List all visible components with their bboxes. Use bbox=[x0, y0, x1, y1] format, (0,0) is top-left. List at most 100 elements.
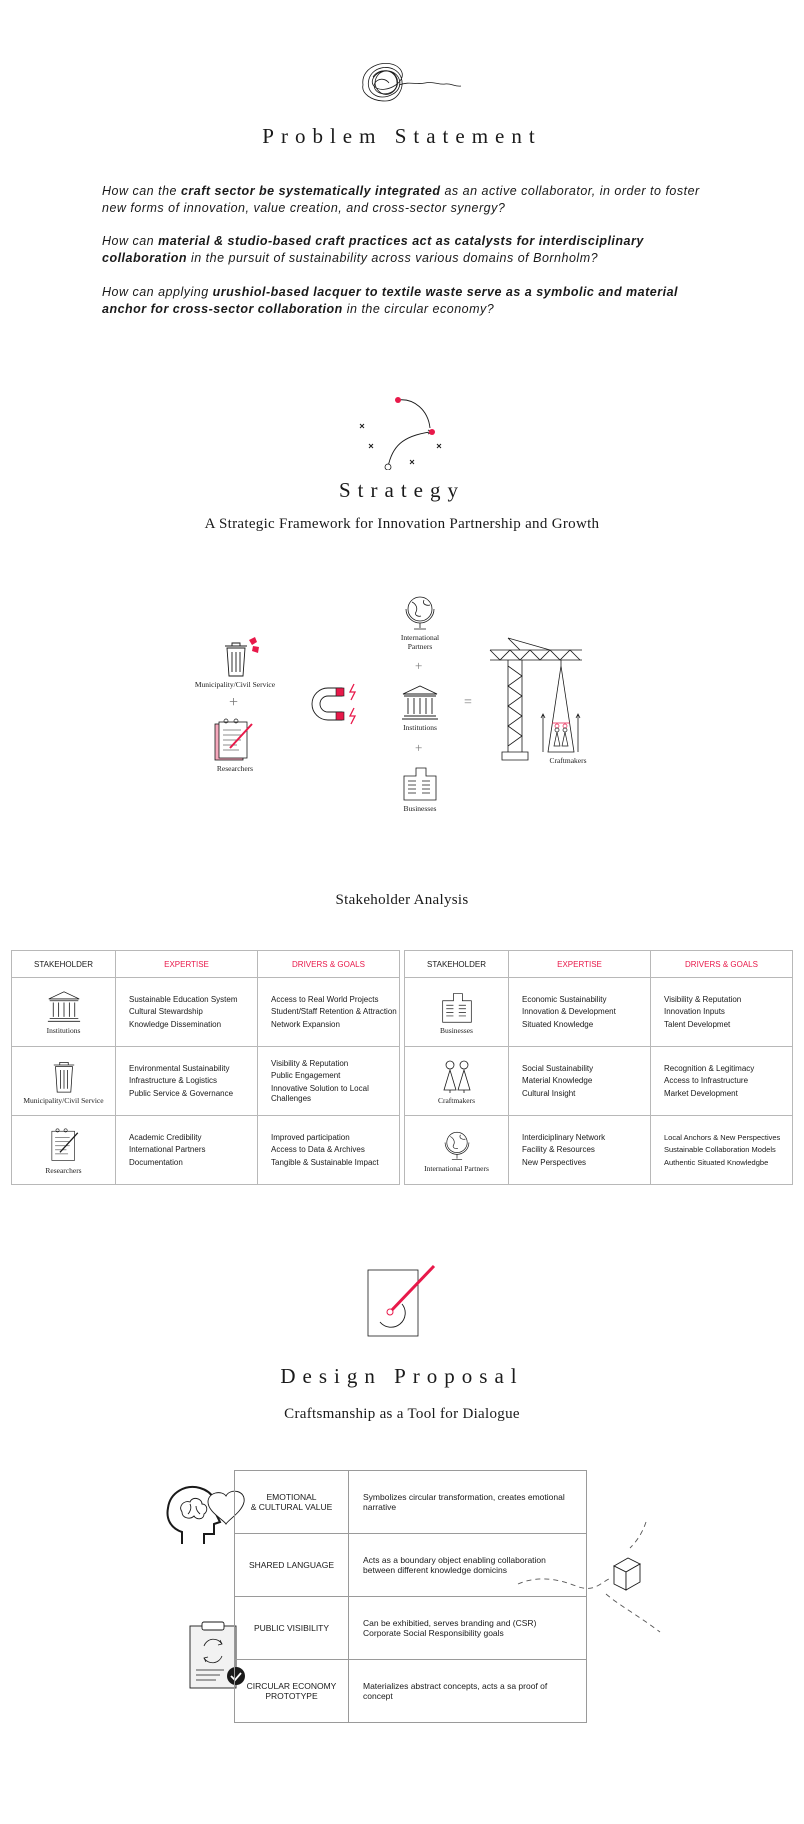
design-sketch-icon bbox=[367, 1264, 436, 1337]
stakeholder-cell: Craftmakers bbox=[404, 1046, 509, 1116]
drivers-cell: Visibility & Reputation Innovation Input… bbox=[650, 977, 793, 1047]
list-item: Public Service & Governance bbox=[129, 1088, 234, 1098]
list-item: Innovation & Development bbox=[522, 1007, 616, 1016]
design-proposal-table: EMOTIONAL & CULTURAL VALUE Symbolizes ci… bbox=[234, 1470, 587, 1723]
table-row: Municipality/Civil Service Environmental… bbox=[11, 1046, 400, 1116]
list-item: Access to Data & Archives bbox=[271, 1145, 365, 1154]
header-expertise: EXPERTISE bbox=[115, 950, 258, 978]
craftmaker-figures-icon bbox=[442, 1060, 471, 1093]
strategy-label-businesses: Businesses bbox=[403, 804, 437, 813]
stakeholder-title: Stakeholder Analysis bbox=[335, 892, 469, 908]
list-item: Interdiciplinary Network bbox=[522, 1132, 606, 1142]
list-item: Material Knowledge bbox=[522, 1076, 593, 1085]
list-item: Authentic Situated Knowledgbe bbox=[664, 1157, 769, 1167]
stakeholder-cell: Researchers bbox=[11, 1115, 116, 1185]
list-item: Social Sustainability bbox=[522, 1063, 594, 1073]
header-stakeholder: STAKEHOLDER bbox=[11, 950, 116, 978]
stakeholder-cell: Municipality/Civil Service bbox=[11, 1046, 116, 1116]
header-stakeholder: STAKEHOLDER bbox=[404, 950, 509, 978]
stakeholder-cell: International Partners bbox=[404, 1115, 509, 1185]
list-item: Knowledge Dissemination bbox=[129, 1019, 222, 1029]
list-item: Innovative Solution to Local Challenges bbox=[271, 1083, 369, 1103]
stakeholder-name: Craftmakers bbox=[437, 1095, 476, 1105]
institution-icon bbox=[402, 685, 438, 720]
proposal-label: SHARED LANGUAGE bbox=[234, 1533, 349, 1597]
list-item: Cultural Stewardship bbox=[129, 1007, 203, 1016]
strategy-play-diagram-icon bbox=[359, 397, 442, 470]
table-row: Businesses Economic Sustainability Innov… bbox=[404, 977, 793, 1047]
header-drivers: DRIVERS & GOALS bbox=[650, 950, 793, 978]
plus-sign: + bbox=[229, 694, 239, 711]
problem-paragraph-3: How can applying urushiol-based lacquer … bbox=[102, 285, 678, 316]
table-row: Researchers Academic Credibility Interna… bbox=[11, 1115, 400, 1185]
drivers-cell: Improved participation Access to Data & … bbox=[257, 1115, 400, 1185]
stakeholder-cell: Institutions bbox=[11, 977, 116, 1047]
design-title: Design Proposal bbox=[280, 1364, 524, 1388]
building-icon bbox=[441, 992, 472, 1023]
table-row: SHARED LANGUAGE Acts as a boundary objec… bbox=[234, 1533, 587, 1597]
drivers-cell: Recognition & Legitimacy Access to Infra… bbox=[650, 1046, 793, 1116]
expertise-cell: Sustainable Education System Cultural St… bbox=[115, 977, 258, 1047]
equals-sign: = bbox=[464, 695, 472, 710]
header-expertise: EXPERTISE bbox=[508, 950, 651, 978]
expertise-cell: Economic Sustainability Innovation & Dev… bbox=[508, 977, 651, 1047]
list-item: Improved participation bbox=[271, 1132, 350, 1142]
crane-icon bbox=[489, 637, 582, 761]
list-item: Local Anchors & New Perspectives bbox=[664, 1132, 781, 1142]
expertise-cell: Interdiciplinary Network Facility & Reso… bbox=[508, 1115, 651, 1185]
list-item: Network Expansion bbox=[271, 1019, 340, 1029]
proposal-description: Can be exhibitied, serves branding and (… bbox=[348, 1596, 587, 1660]
scribble-icon bbox=[362, 62, 462, 102]
stakeholder-cell: Businesses bbox=[404, 977, 509, 1047]
stakeholder-name: Businesses bbox=[440, 1025, 473, 1035]
list-item: Visibility & Reputation bbox=[664, 994, 742, 1004]
design-subtitle: Craftsmanship as a Tool for Dialogue bbox=[284, 1406, 520, 1422]
list-item: Economic Sustainability bbox=[522, 994, 607, 1004]
list-item: New Perspectives bbox=[522, 1157, 587, 1167]
table-row: International Partners Interdiciplinary … bbox=[404, 1115, 793, 1185]
drivers-cell: Visibility & Reputation Public Engagemen… bbox=[257, 1046, 400, 1116]
strategy-label-researchers: Researchers bbox=[216, 764, 254, 773]
header-drivers: DRIVERS & GOALS bbox=[257, 950, 400, 978]
trash-bin-icon bbox=[225, 637, 259, 677]
notepad-icon bbox=[214, 718, 253, 761]
trash-bin-icon bbox=[53, 1061, 74, 1093]
list-item: Access to Real World Projects bbox=[271, 994, 379, 1004]
drivers-cell: Local Anchors & New Perspectives Sustain… bbox=[650, 1115, 793, 1185]
table-row: Craftmakers Social Sustainability Materi… bbox=[404, 1046, 793, 1116]
list-item: Tangible & Sustainable Impact bbox=[271, 1157, 379, 1167]
strategy-label-craftmakers: Craftmakers bbox=[549, 756, 587, 765]
list-item: Talent Developmet bbox=[664, 1019, 731, 1029]
list-item: Environmental Sustainability bbox=[129, 1063, 230, 1073]
list-item: Recognition & Legitimacy bbox=[664, 1063, 755, 1073]
building-icon bbox=[403, 767, 437, 801]
stakeholder-name: Institutions bbox=[46, 1025, 81, 1035]
stakeholder-name: Researchers bbox=[45, 1165, 82, 1175]
stakeholder-table-right: STAKEHOLDER EXPERTISE DRIVERS & GOALS Bu… bbox=[404, 950, 793, 1185]
table-row: CIRCULAR ECONOMY PROTOTYPE Materializes … bbox=[234, 1659, 587, 1723]
magnet-icon bbox=[311, 683, 357, 725]
table-row: PUBLIC VISIBILITY Can be exhibitied, ser… bbox=[234, 1596, 587, 1660]
stakeholder-name: Municipality/Civil Service bbox=[23, 1095, 104, 1105]
list-item: Academic Credibility bbox=[129, 1132, 202, 1142]
proposal-description: Materializes abstract concepts, acts a s… bbox=[348, 1659, 587, 1723]
problem-paragraph-2: How can material & studio-based craft pr… bbox=[102, 234, 644, 265]
problem-paragraph-1: How can the craft sector be systematical… bbox=[102, 184, 700, 215]
plus-sign: + bbox=[415, 740, 423, 755]
problem-title: Problem Statement bbox=[262, 124, 542, 148]
list-item: Infrastructure & Logistics bbox=[129, 1076, 218, 1085]
list-item: International Partners bbox=[129, 1145, 206, 1154]
list-item: Public Engagement bbox=[271, 1071, 341, 1080]
drivers-cell: Access to Real World Projects Student/St… bbox=[257, 977, 400, 1047]
stakeholder-name: International Partners bbox=[424, 1163, 489, 1173]
cube-path-icon bbox=[517, 1521, 661, 1633]
list-item: Situated Knowledge bbox=[522, 1019, 594, 1029]
table-row: Institutions Sustainable Education Syste… bbox=[11, 977, 400, 1047]
strategy-subtitle: A Strategic Framework for Innovation Par… bbox=[204, 516, 600, 532]
plus-sign: + bbox=[415, 658, 423, 673]
globe-icon bbox=[405, 596, 435, 630]
strategy-label-international: International Partners bbox=[400, 633, 440, 651]
list-item: Facility & Resources bbox=[522, 1145, 595, 1154]
expertise-cell: Academic Credibility International Partn… bbox=[115, 1115, 258, 1185]
institution-icon bbox=[47, 990, 80, 1022]
